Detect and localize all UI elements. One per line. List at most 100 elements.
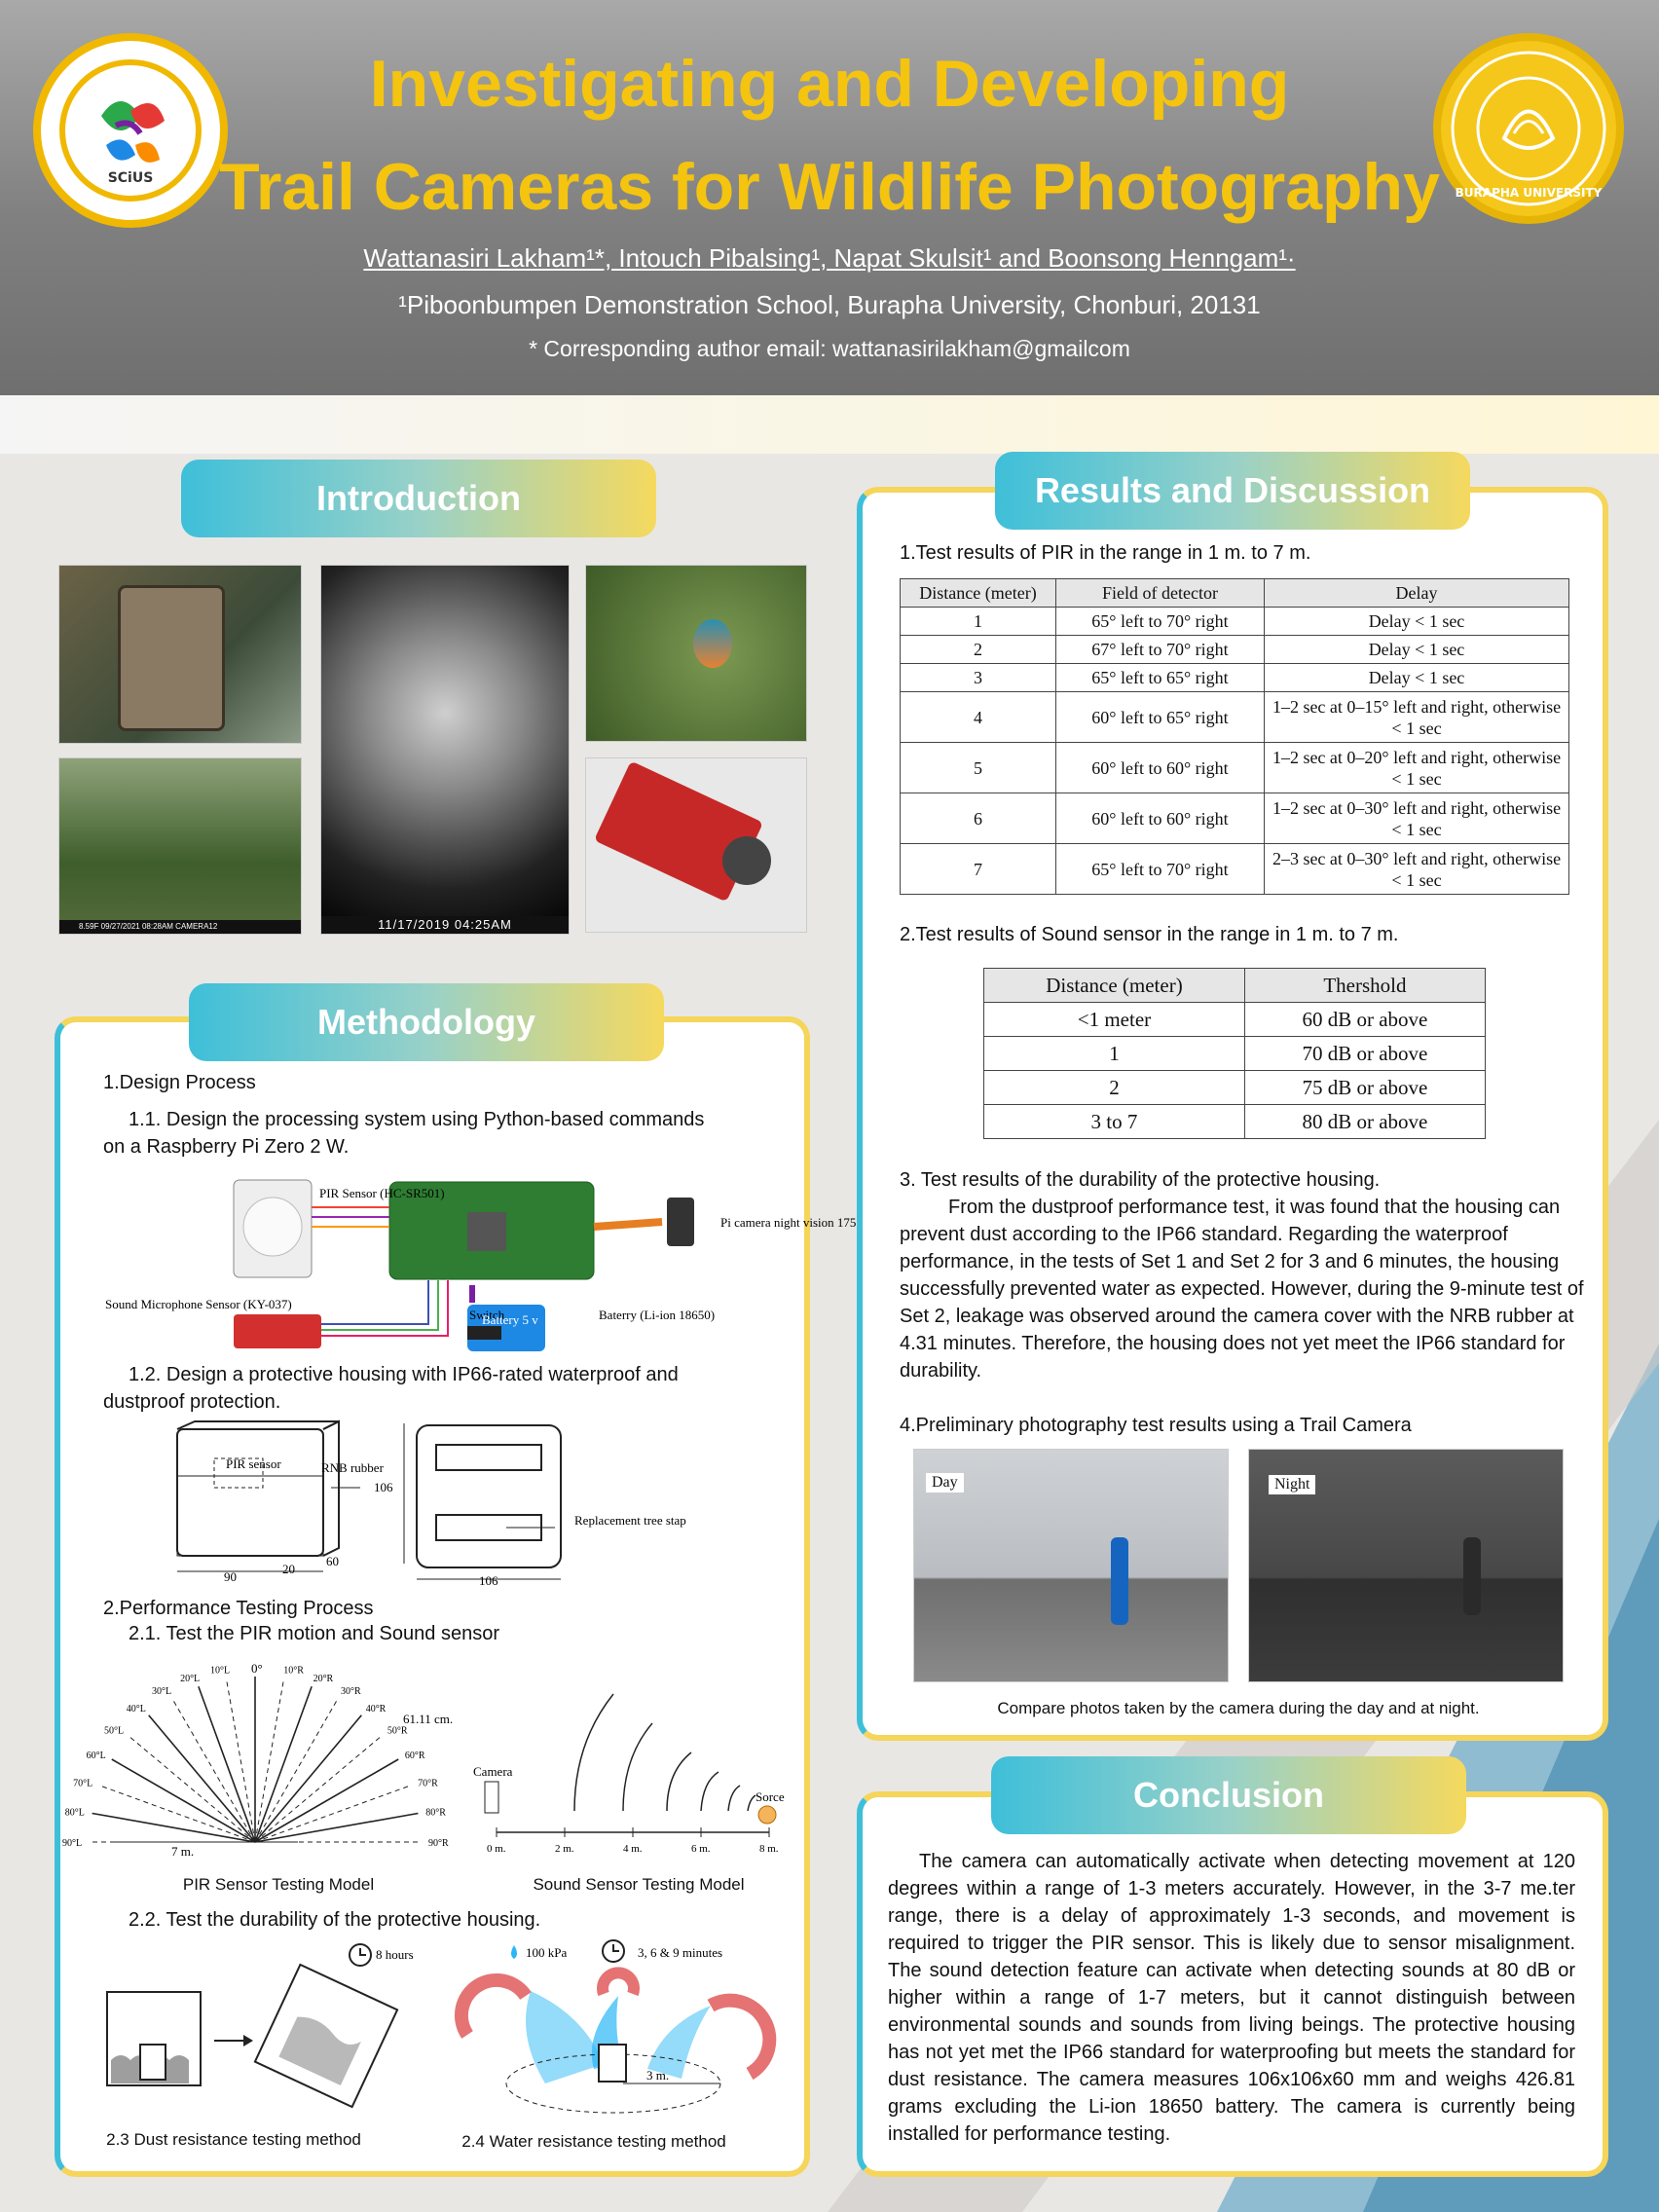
pir-table-cell: 6 — [900, 793, 1056, 844]
durability-results-heading: 3. Test results of the durability of the… — [900, 1169, 1381, 1191]
design-step-1-1: 1.1. Design the processing system using … — [103, 1109, 705, 1158]
sound-camera-label: Camera — [473, 1764, 513, 1779]
pir-table-cell: 67° left to 70° right — [1055, 635, 1265, 664]
sound-table-cell: 80 dB or above — [1243, 1104, 1487, 1139]
sound-table-cell: 60 dB or above — [1243, 1002, 1487, 1037]
night-label: Night — [1269, 1475, 1316, 1494]
sound-tick-label: 6 m. — [691, 1843, 711, 1855]
water-pressure-label: 100 kPa — [526, 1945, 567, 1960]
pir-angle-label: 70°L — [73, 1778, 92, 1788]
pir-sensor-label: PIR Sensor (HC-SR501) — [319, 1186, 445, 1200]
conclusion-body: The camera can automatically activate wh… — [888, 1851, 1575, 2145]
sound-model-caption: Sound Sensor Testing Model — [533, 1875, 745, 1894]
pir-distance-label: 7 m. — [171, 1844, 194, 1859]
conclusion-heading: Conclusion — [991, 1756, 1466, 1834]
pir-ray — [198, 1685, 256, 1843]
pir-angle-label: 20°R — [313, 1674, 334, 1684]
pir-angle-label: 60°L — [87, 1751, 106, 1761]
pir-angle-label: 10°L — [210, 1666, 230, 1677]
pir-table-cell: 65° left to 70° right — [1055, 843, 1265, 895]
dim-106-side: 106 — [374, 1480, 393, 1494]
header-banner: SCiUS BURAPHA UNIVERSITY Investigating a… — [0, 0, 1659, 395]
housing-pir-label: PIR sensor — [226, 1456, 281, 1471]
pir-table-cell: Delay < 1 sec — [1264, 607, 1569, 636]
pir-results-heading: 1.Test results of PIR in the range in 1 … — [900, 542, 1311, 564]
pir-cm-label: 61.11 cm. — [403, 1712, 453, 1726]
pir-table-cell: 1–2 sec at 0–20° left and right, otherwi… — [1264, 742, 1569, 793]
pir-zero-label: 0° — [251, 1661, 263, 1676]
pir-table-cell: 60° left to 60° right — [1055, 742, 1265, 793]
pir-ray — [254, 1685, 313, 1843]
pir-ray — [225, 1678, 256, 1843]
pir-ray — [254, 1678, 285, 1843]
sound-sensor-label: Sound Microphone Sensor (KY-037) — [105, 1297, 292, 1311]
pir-ray — [254, 1812, 419, 1843]
pir-table-cell: 2–3 sec at 0–30° left and right, otherwi… — [1264, 843, 1569, 895]
pir-angle-label: 80°L — [65, 1808, 85, 1819]
pir-ray — [254, 1698, 339, 1843]
testing-step-2-2: 2.2. Test the durability of the protecti… — [129, 1909, 541, 1931]
pir-table-cell: Delay < 1 sec — [1264, 635, 1569, 664]
pir-angle-label: 50°R — [387, 1725, 408, 1736]
sound-tick-label: 2 m. — [555, 1843, 574, 1855]
wiring-diagram: PIR Sensor (HC-SR501) Pi camera night vi… — [105, 1179, 861, 1351]
wolf-timestamp: 11/17/2019 04:25AM — [321, 916, 569, 934]
affiliation: ¹Piboonbumpen Demonstration School, Bura… — [398, 290, 1261, 319]
intro-photo-fox: 8.59F 09/27/2021 08:28AM CAMERA12 — [58, 757, 302, 935]
sound-table-cell: 75 dB or above — [1243, 1070, 1487, 1105]
pir-angle-label: 50°L — [104, 1725, 124, 1736]
dim-60: 60 — [326, 1554, 339, 1568]
pir-ray — [254, 1735, 383, 1843]
pir-results-table-wrap: Distance (meter) Field of detector Delay… — [900, 578, 1569, 895]
intro-photo-sound-sensor — [585, 757, 807, 933]
svg-text:SCiUS: SCiUS — [108, 170, 154, 186]
pir-ray — [254, 1785, 411, 1843]
pir-angle-label: 90°L — [62, 1838, 82, 1849]
sound-col-threshold: Thershold — [1243, 968, 1487, 1003]
water-caption: 2.4 Water resistance testing method — [461, 2132, 726, 2151]
battery-label: Baterry (Li-ion 18650) — [599, 1308, 715, 1322]
burapha-logo: BURAPHA UNIVERSITY — [1433, 33, 1624, 224]
water-time-label: 3, 6 & 9 minutes — [638, 1945, 722, 1960]
intro-photo-wolf-night: 11/17/2019 04:25AM — [320, 565, 570, 935]
authors: Wattanasiri Lakham¹*, Intouch Pibalsing¹… — [363, 243, 1296, 273]
sound-tick-label: 0 m. — [487, 1843, 506, 1855]
pir-model-caption: PIR Sensor Testing Model — [182, 1875, 375, 1894]
pir-col-distance: Distance (meter) — [900, 578, 1056, 608]
pir-angle-label: 20°L — [180, 1674, 200, 1684]
scius-logo-icon: SCiUS — [59, 59, 202, 202]
intro-photo-kingfisher — [585, 565, 807, 742]
corresponding-email: * Corresponding author email: wattanasir… — [529, 336, 1130, 361]
title-line-1: Investigating and Developing — [369, 47, 1290, 121]
pir-table-cell: 5 — [900, 742, 1056, 793]
sound-tick-label: 4 m. — [623, 1843, 643, 1855]
replacement-strap-label: Replacement tree stap — [574, 1513, 686, 1528]
methodology-heading: Methodology — [189, 983, 664, 1061]
pir-ray — [254, 1714, 362, 1843]
pir-ray — [148, 1714, 256, 1843]
pir-table-cell: 3 — [900, 663, 1056, 692]
pir-table-cell: 1–2 sec at 0–15° left and right, otherwi… — [1264, 691, 1569, 743]
pir-results-table: Distance (meter) Field of detector Delay… — [900, 578, 1569, 895]
pir-table-cell: 1 — [900, 607, 1056, 636]
pir-angle-label: 40°L — [127, 1704, 146, 1714]
pir-angle-label: 30°L — [152, 1686, 171, 1697]
battery-box-label: Battery 5 v — [482, 1312, 538, 1327]
night-photo: Night — [1248, 1449, 1564, 1682]
burapha-seal-icon: BURAPHA UNIVERSITY — [1451, 51, 1606, 206]
pi-camera-label: Pi camera night vision 175˚ — [720, 1215, 861, 1230]
sound-testing-model: Camera Sorce 0 m.2 m.4 m.6 m.8 m. — [473, 1693, 785, 1855]
pir-ray — [128, 1735, 256, 1843]
sound-table-cell: 2 — [983, 1070, 1245, 1105]
sound-table-cell: 1 — [983, 1036, 1245, 1071]
durability-results-body: From the dustproof performance test, it … — [900, 1197, 1584, 1382]
scius-logo: SCiUS — [33, 33, 228, 228]
dim-20: 20 — [282, 1562, 295, 1576]
dust-caption: 2.3 Dust resistance testing method — [106, 2130, 361, 2149]
